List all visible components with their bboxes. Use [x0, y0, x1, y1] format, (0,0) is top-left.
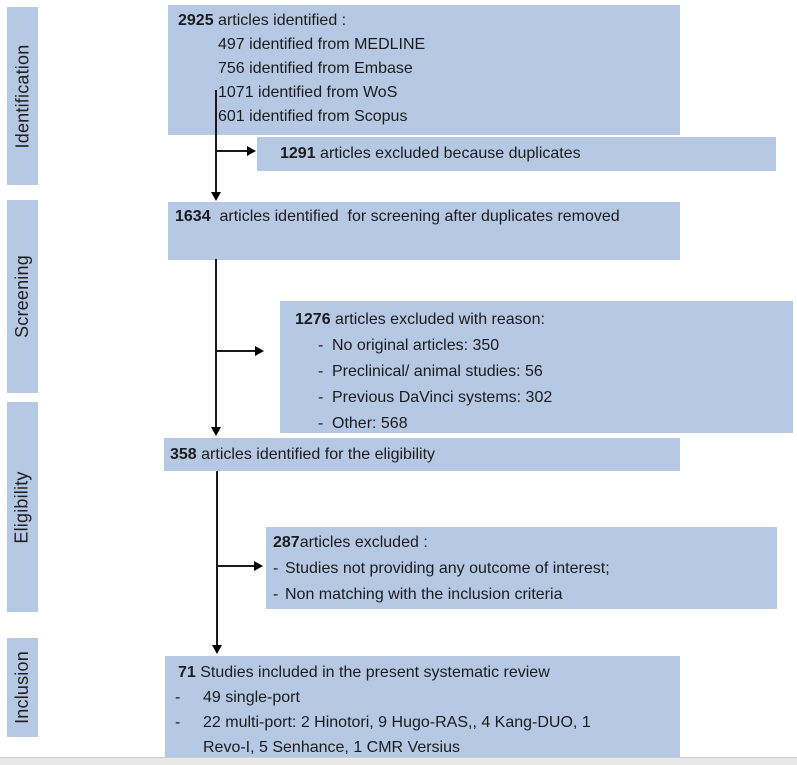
- box-title: 1291 articles excluded because duplicate…: [280, 142, 581, 166]
- flow-box-screening-excluded: 1276 articles excluded with reason: -No …: [280, 301, 793, 433]
- arrow-line-to-screening-excluded: [216, 350, 257, 352]
- included-detail: -49 single-port: [173, 685, 672, 710]
- included-detail: -22 multi-port: 2 Hinotori, 9 Hugo-RAS,,…: [173, 710, 672, 760]
- box-title: 287articles excluded :: [273, 530, 769, 556]
- source-line: 601 identified from Scopus: [218, 108, 408, 125]
- stage-label-text: Screening: [12, 255, 33, 338]
- box-title: 358 articles identified for the eligibil…: [170, 443, 435, 467]
- source-line: 497 identified from MEDLINE: [218, 36, 426, 53]
- record-count: 287: [273, 534, 300, 551]
- flow-box-screening: 1634 articles identified for screening a…: [168, 202, 680, 260]
- arrowhead-down-icon: [211, 427, 221, 436]
- box-title-text: articles identified for screening after …: [210, 208, 620, 225]
- record-count: 1276: [295, 311, 331, 328]
- exclusion-reason: -Studies not providing any outcome of in…: [273, 556, 769, 582]
- flow-box-records-identified: 2925 articles identified : 497 identifie…: [168, 5, 680, 135]
- arrow-line-to-eligibility-excluded: [217, 565, 256, 567]
- stage-label-identification: Identification: [7, 7, 38, 185]
- exclusion-reason: -Non matching with the inclusion criteri…: [273, 582, 769, 608]
- arrowhead-right-icon: [247, 146, 256, 156]
- box-title: 2925 articles identified :: [178, 9, 672, 33]
- bullet-dash: -: [318, 337, 324, 354]
- bullet-dash: -: [175, 689, 181, 706]
- arrowhead-right-icon: [254, 561, 263, 571]
- box-title-text: Studies included in the present systemat…: [195, 664, 550, 681]
- arrow-line-eligibility-to-inclusion: [216, 471, 218, 646]
- arrowhead-right-icon: [255, 346, 264, 356]
- record-count: 358: [170, 445, 197, 463]
- source-line: 756 identified from Embase: [218, 60, 413, 77]
- exclusion-reason: -Previous DaVinci systems: 302: [318, 385, 783, 411]
- arrow-line-identified-to-screening: [215, 90, 217, 194]
- box-title-text: articles excluded because duplicates: [315, 145, 581, 162]
- flow-box-included: 71 Studies included in the present syste…: [165, 656, 680, 760]
- exclusion-reason: -Preclinical/ animal studies: 56: [318, 359, 783, 385]
- record-count: 2925: [178, 12, 214, 29]
- stage-label-text: Eligibility: [12, 470, 33, 544]
- exclusion-reason: -Other: 568: [318, 411, 783, 437]
- box-title: 1276 articles excluded with reason:: [295, 307, 783, 333]
- exclusion-reason: -No original articles: 350: [318, 333, 783, 359]
- stage-label-text: Identification: [12, 44, 32, 148]
- box-title: 1634 articles identified for screening a…: [175, 205, 645, 229]
- bullet-dash: -: [318, 389, 324, 406]
- box-title: 71 Studies included in the present syste…: [173, 660, 672, 685]
- arrow-line-screening-to-eligibility: [215, 259, 217, 428]
- source-line: 1071 identified from WoS: [218, 84, 398, 101]
- box-title-text: articles identified :: [213, 12, 347, 29]
- bullet-dash: -: [175, 714, 181, 731]
- bullet-dash: -: [273, 560, 279, 577]
- record-count: 1291: [280, 145, 316, 162]
- flow-box-duplicates-excluded: 1291 articles excluded because duplicate…: [257, 137, 776, 171]
- record-count: 71: [178, 664, 196, 681]
- arrowhead-down-icon: [211, 192, 221, 201]
- stage-label-eligibility: Eligibility: [7, 402, 38, 612]
- box-title-text: articles identified for the eligibility: [196, 445, 436, 463]
- flow-box-eligibility-excluded: 287articles excluded : -Studies not prov…: [266, 527, 777, 609]
- record-count: 1634: [175, 208, 211, 225]
- box-title-text: articles excluded :: [299, 534, 428, 551]
- stage-label-text: Inclusion: [12, 651, 32, 724]
- box-title-text: articles excluded with reason:: [330, 311, 545, 328]
- arrowhead-down-icon: [212, 645, 222, 654]
- bullet-dash: -: [318, 415, 324, 432]
- bullet-dash: -: [273, 586, 279, 603]
- flow-box-eligibility: 358 articles identified for the eligibil…: [164, 438, 680, 471]
- page-edge-strip: [0, 757, 797, 765]
- stage-label-inclusion: Inclusion: [7, 638, 38, 737]
- arrow-line-to-duplicates-excluded: [216, 150, 249, 152]
- stage-label-screening: Screening: [7, 200, 38, 393]
- bullet-dash: -: [318, 363, 324, 380]
